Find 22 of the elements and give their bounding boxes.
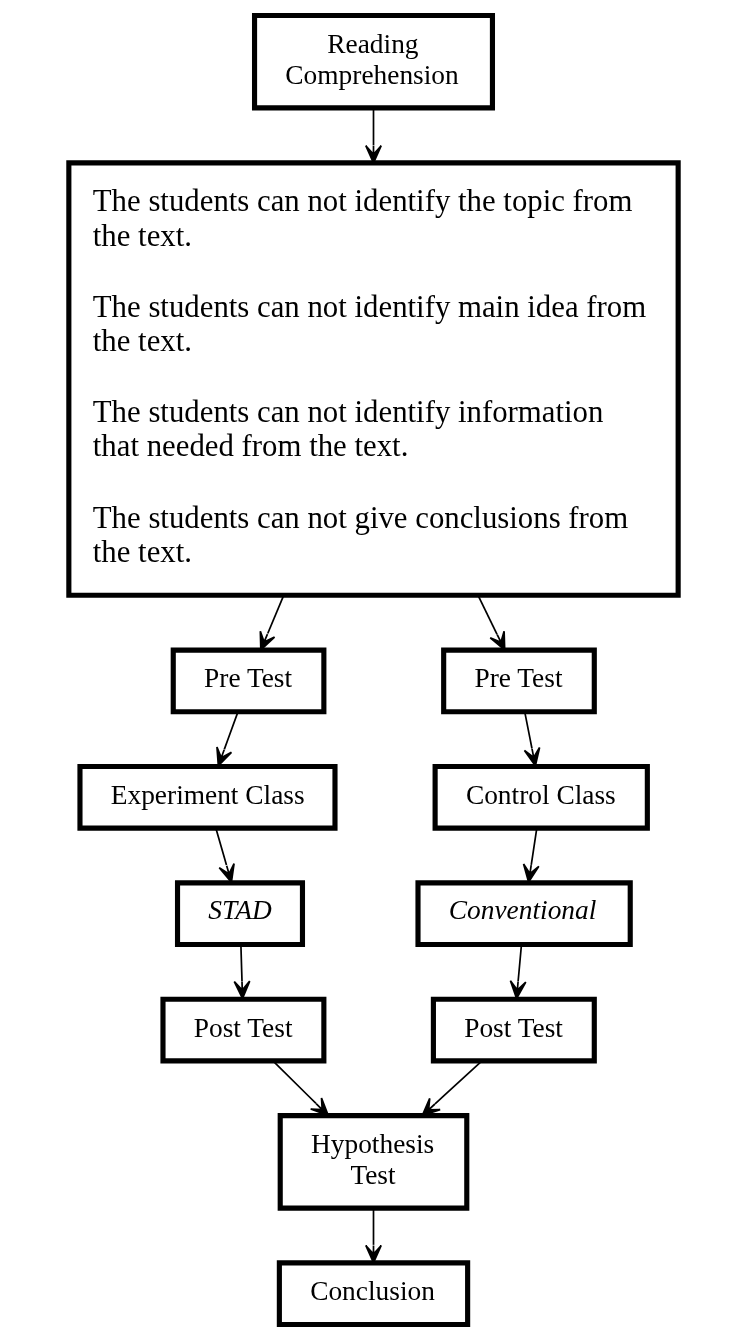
node-box: Pre Test xyxy=(441,647,597,715)
node-box: Reading Comprehension xyxy=(252,12,495,111)
node-box: Pre Test xyxy=(170,647,327,715)
arrow xyxy=(477,594,506,651)
node-box: Post Test xyxy=(160,996,327,1064)
arrow xyxy=(216,711,239,767)
node-box: STAD xyxy=(174,880,306,948)
arrow xyxy=(233,944,251,1000)
arrow xyxy=(364,107,383,164)
arrow xyxy=(364,1207,383,1264)
arrow xyxy=(215,827,235,883)
node-box: The students can not identify the topic from the text. The students can not identify main idea from the text. The students can not identify information that needed from the text. The students can not give conclusions from the text. xyxy=(66,160,681,598)
node-box: Experiment Class xyxy=(77,763,338,831)
arrow xyxy=(522,827,540,883)
node-box: Hypothesis Test xyxy=(277,1113,470,1211)
node-box: Post Test xyxy=(430,996,597,1064)
node-box: Conclusion xyxy=(276,1260,471,1328)
node-box: Control Class xyxy=(432,763,650,831)
node-box: Conventional xyxy=(415,880,633,948)
arrow xyxy=(509,944,527,1000)
arrow xyxy=(259,594,285,651)
arrow xyxy=(523,711,541,767)
